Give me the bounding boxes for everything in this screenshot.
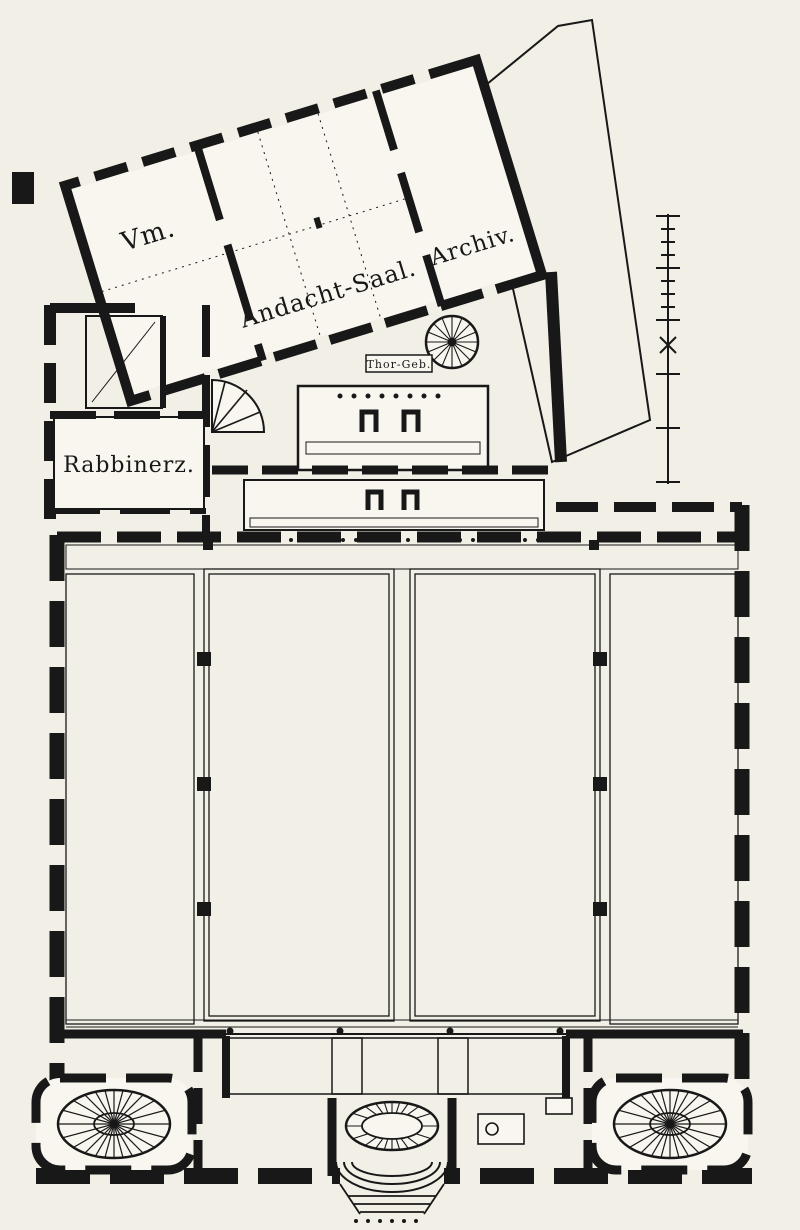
ark-platform-lower — [243, 479, 545, 542]
stair-tower-left — [31, 1073, 197, 1175]
gallery-band — [65, 544, 739, 570]
bimah-bracket — [401, 489, 420, 510]
straight-stair — [85, 315, 166, 409]
columns — [197, 540, 607, 916]
rabbiner-block: Rabbinerz. — [44, 303, 210, 537]
entrance-step-arc — [335, 1161, 449, 1193]
wing-windows-top — [77, 58, 464, 188]
column — [593, 902, 607, 916]
thor-geb-box: Thor-Geb. — [365, 354, 433, 373]
spiral-stair — [424, 314, 480, 370]
ark-bracket — [401, 409, 421, 432]
pier-hatched — [331, 1037, 363, 1095]
pew-bank-left — [65, 573, 195, 1025]
pew-bank-centerleft — [208, 573, 390, 1017]
column — [197, 777, 211, 791]
pew-bank-centerright — [414, 573, 596, 1017]
column — [589, 540, 599, 550]
pier-hatched — [437, 1037, 469, 1095]
ark-bracket — [359, 409, 379, 432]
column — [197, 902, 211, 916]
label-rabbinerzimmer: Rabbinerz. — [63, 453, 195, 478]
entrance — [335, 1100, 449, 1223]
center-mark — [313, 216, 323, 229]
column — [203, 540, 213, 550]
pew-bank-centerright-border — [409, 568, 601, 1022]
main-hall-walls — [49, 502, 750, 1082]
porch-steps — [339, 1183, 445, 1215]
wing-windows-bottom — [148, 275, 525, 401]
column — [197, 652, 211, 666]
entrance-step-arc — [351, 1161, 433, 1177]
pew-bank-centerleft-border — [203, 568, 395, 1022]
bay-line — [257, 131, 322, 340]
label-thor-geb: Thor-Geb. — [367, 358, 432, 371]
pew-banks — [65, 568, 739, 1028]
neighbor-property-hatch — [468, 18, 652, 464]
bay-line — [317, 113, 382, 322]
entrance-step-arc — [343, 1161, 441, 1185]
column — [593, 777, 607, 791]
stair-tower-right — [587, 1073, 753, 1175]
upper-wing: Vm. Andacht-Saal. Archiv. — [58, 53, 549, 408]
vestibule — [57, 1027, 743, 1098]
bottom-room-fixtures — [477, 1097, 573, 1145]
winder-stair — [211, 378, 266, 433]
wall-fragment — [12, 172, 34, 204]
ark-platform-upper — [212, 384, 556, 475]
column — [593, 652, 607, 666]
scale-bar — [656, 214, 680, 484]
bimah-bracket — [365, 489, 384, 510]
pew-bank-right — [609, 573, 739, 1025]
boundary-wall — [545, 271, 567, 463]
partition-archiv — [372, 89, 446, 307]
